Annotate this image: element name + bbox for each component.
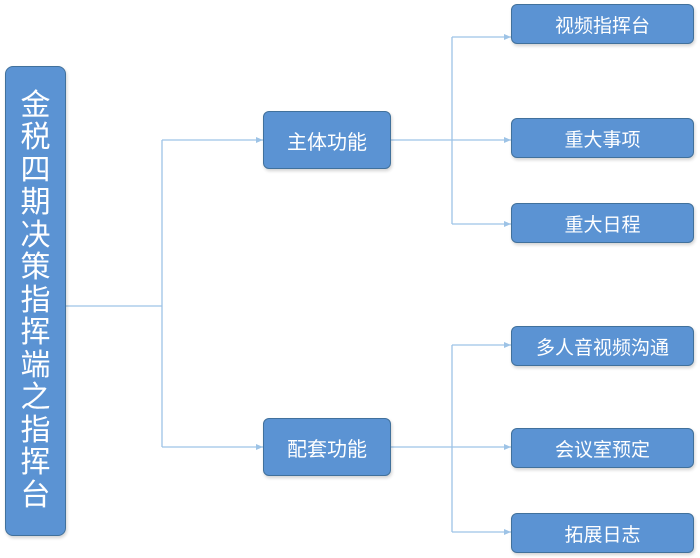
leaf-node-video-command: 视频指挥台: [511, 4, 694, 44]
leaf-node-extended-log: 拓展日志: [511, 513, 694, 553]
arrowhead-extended-log: [504, 529, 511, 535]
branch-node-main-functions: 主体功能: [263, 111, 391, 169]
arrowhead-major-matters: [504, 137, 511, 143]
arrowhead-room-booking: [504, 444, 511, 450]
branch-node-support-functions: 配套功能: [263, 418, 391, 476]
arrowhead-major-schedule: [504, 221, 511, 227]
leaf-node-major-schedule: 重大日程: [511, 203, 694, 243]
root-node-label: 金税四期决策指挥端之指挥台: [20, 87, 51, 513]
leaf-node-label: 重大日程: [564, 213, 641, 236]
root-node: 金税四期决策指挥端之指挥台: [5, 66, 66, 536]
leaf-node-label: 会议室预定: [554, 438, 650, 461]
leaf-node-label: 拓展日志: [564, 523, 641, 546]
arrowhead-video-command: [504, 34, 511, 40]
leaf-node-label: 重大事项: [564, 128, 641, 151]
arrowhead-support-functions: [256, 444, 263, 450]
leaf-node-label: 多人音视频沟通: [535, 336, 669, 359]
branch-node-label: 主体功能: [287, 129, 367, 154]
leaf-node-major-matters: 重大事项: [511, 118, 694, 158]
leaf-node-room-booking: 会议室预定: [511, 428, 694, 468]
branch-node-label: 配套功能: [287, 436, 367, 461]
leaf-node-av-communication: 多人音视频沟通: [511, 326, 694, 366]
leaf-node-label: 视频指挥台: [554, 14, 650, 37]
arrowhead-main-functions: [256, 137, 263, 143]
arrowhead-av-communication: [504, 342, 511, 348]
